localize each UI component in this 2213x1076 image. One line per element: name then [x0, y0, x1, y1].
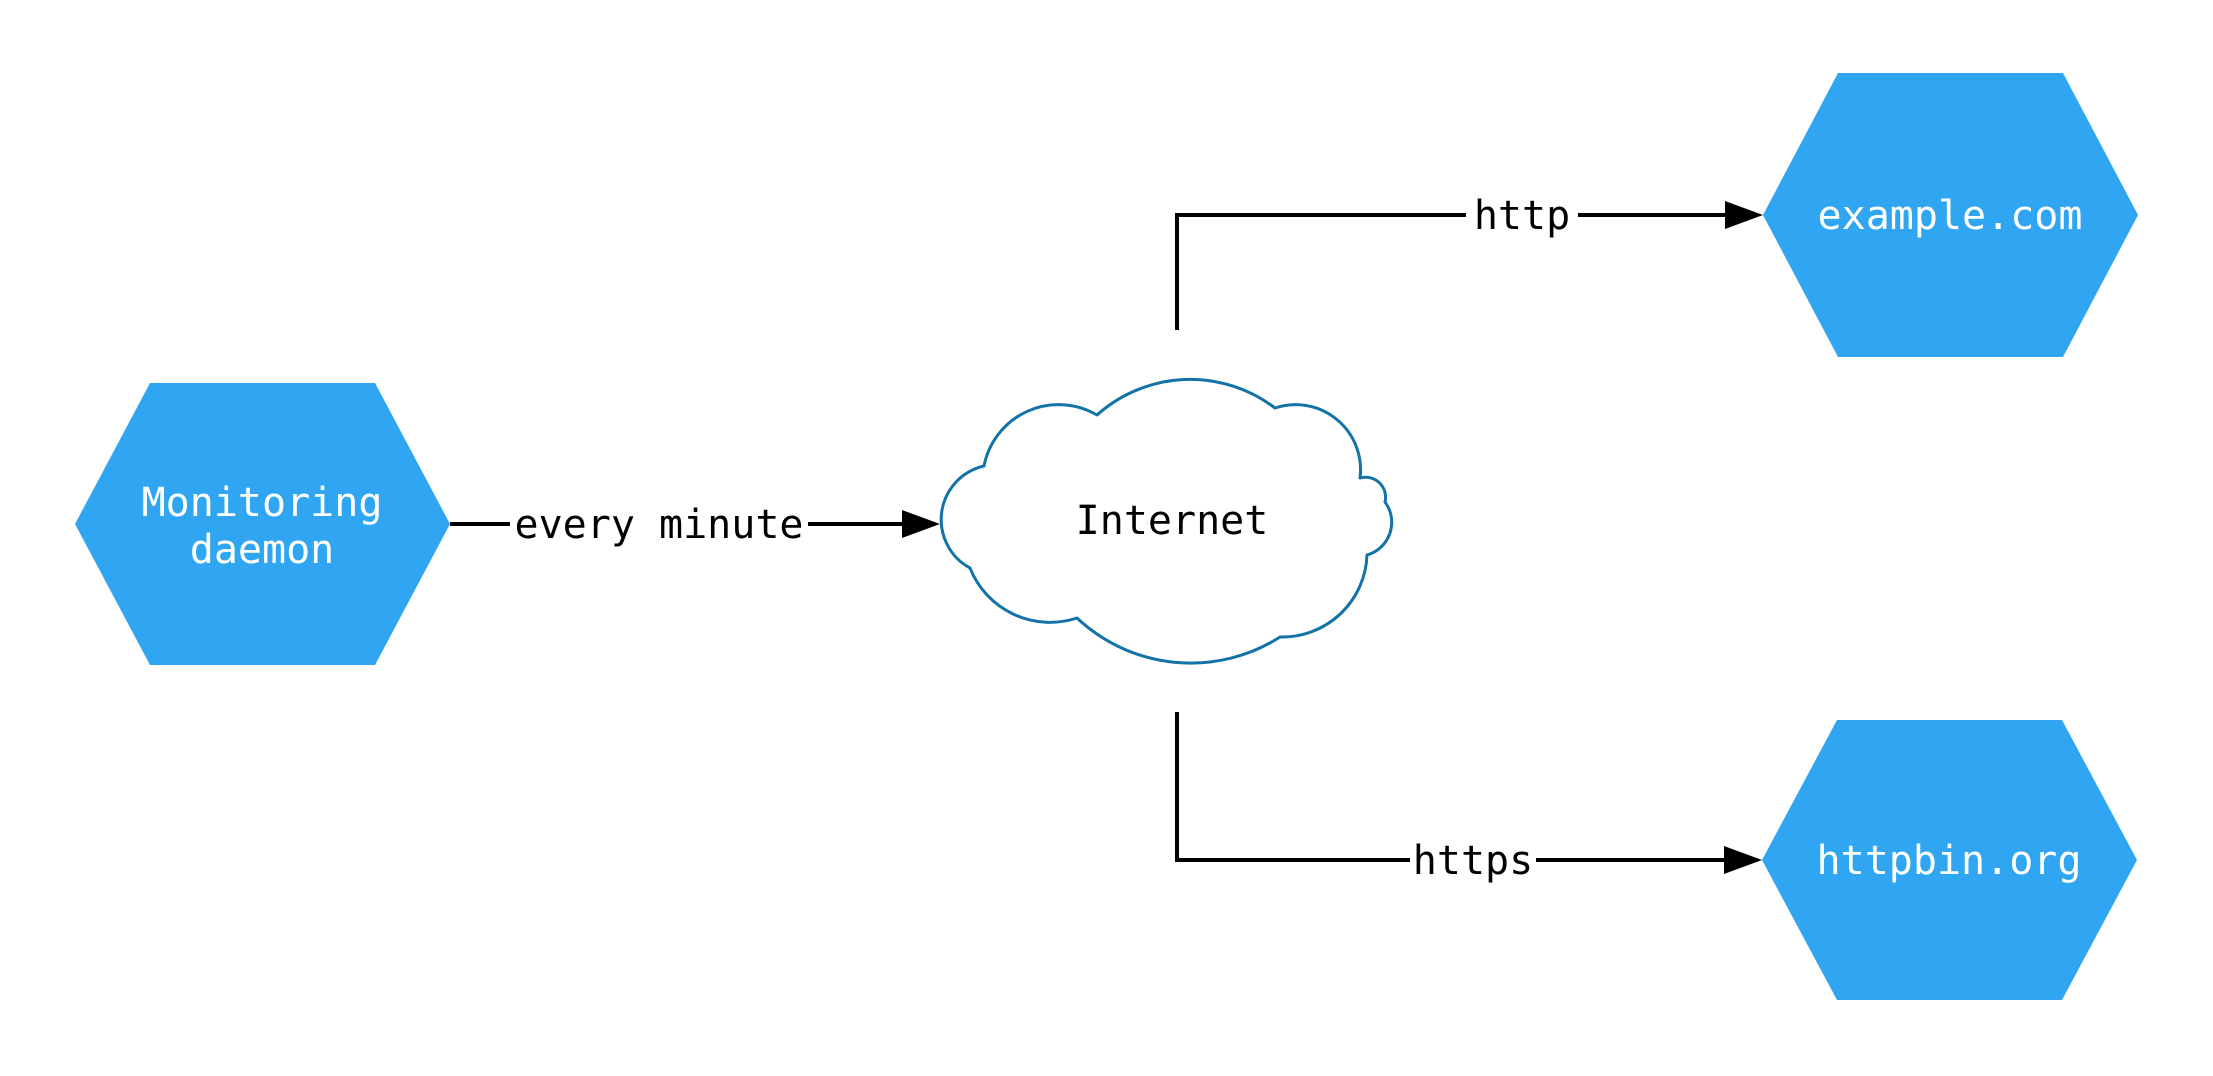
edge-label-bg [1466, 192, 1578, 238]
edge-label-https: https [1413, 838, 1533, 884]
edge-label-bg [510, 496, 808, 552]
hexagon-shape [1763, 73, 2138, 357]
node-monitoring-daemon: Monitoring daemon [75, 383, 450, 665]
node-label-example-com: example.com [1818, 193, 2083, 239]
hexagon-shape [1762, 720, 2137, 1000]
node-example-com: example.com [1763, 73, 2138, 357]
edge-label-bg [1410, 837, 1536, 883]
arrowhead-to-httpbin-org [1724, 846, 1762, 874]
edge-line [1175, 213, 1727, 330]
node-label-line2: daemon [190, 527, 335, 573]
hexagon-shape [75, 383, 450, 665]
node-label-internet: Internet [1076, 498, 1269, 544]
edge-label-every-minute: every minute [515, 502, 804, 548]
edge-line [1175, 712, 1726, 862]
node-internet: Internet [939, 377, 1394, 665]
edge-https: https [1175, 712, 1762, 884]
arrowhead-to-example-com [1725, 201, 1763, 229]
node-label-httpbin-org: httpbin.org [1817, 838, 2082, 884]
cloud-shape [939, 377, 1394, 665]
edge-every-minute: every minute [450, 496, 940, 552]
edge-http: http [1175, 192, 1763, 330]
node-httpbin-org: httpbin.org [1762, 720, 2137, 1000]
node-label-line1: Monitoring [142, 480, 383, 526]
edge-label-http: http [1474, 193, 1570, 239]
arrowhead-to-internet [902, 510, 940, 538]
